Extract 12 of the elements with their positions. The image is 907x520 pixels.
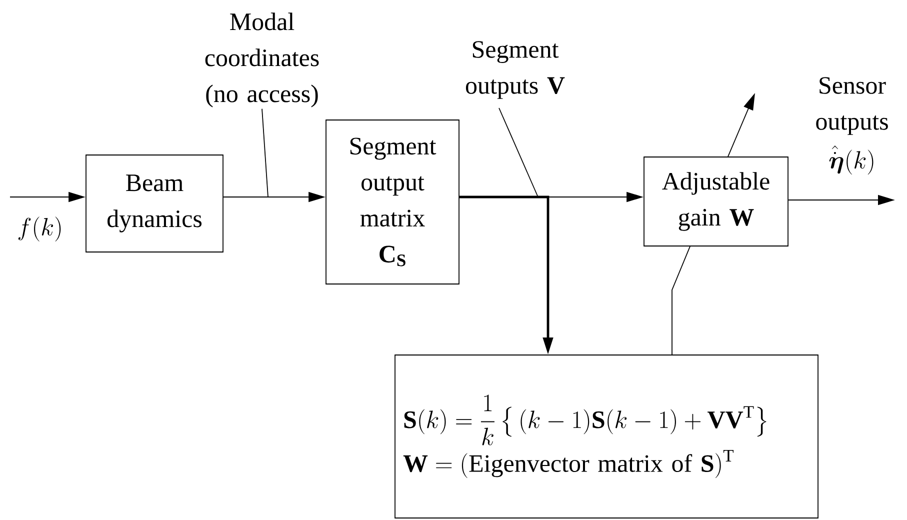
- leader-line: [262, 108, 268, 198]
- edge-label: Sensor outputs: [816, 77, 888, 135]
- feedback-line: [672, 246, 690, 355]
- edge-label: $f(k)$: [18, 216, 61, 242]
- signal-label: Modal coordinates (no access): [205, 12, 319, 108]
- equation-box: $\mathbf{S}(k) = \frac{1}{k}\left\{\,(k-1)\mathbf{S}(k-1)+\mathbf{V}\mathbf{V}^{\mathrm{T}}\right\}$ $\mathbf{W} = (\text{Eigenvector matrix of }\mathbf{S})^{\mathrm{T}}$: [394, 354, 818, 518]
- leader-line: [498, 108, 538, 198]
- signal-label: Segment outputs V: [466, 41, 565, 99]
- block-box: Adjustable gain W: [644, 156, 788, 246]
- block-box: Beam dynamics: [86, 154, 224, 252]
- signal-symbol: $\hat{\dot{\boldsymbol{\eta}}}(k)$: [829, 145, 874, 175]
- block-box: Segment output matrix $\mathbf{C}_{\mathbf{S}}$: [326, 120, 460, 284]
